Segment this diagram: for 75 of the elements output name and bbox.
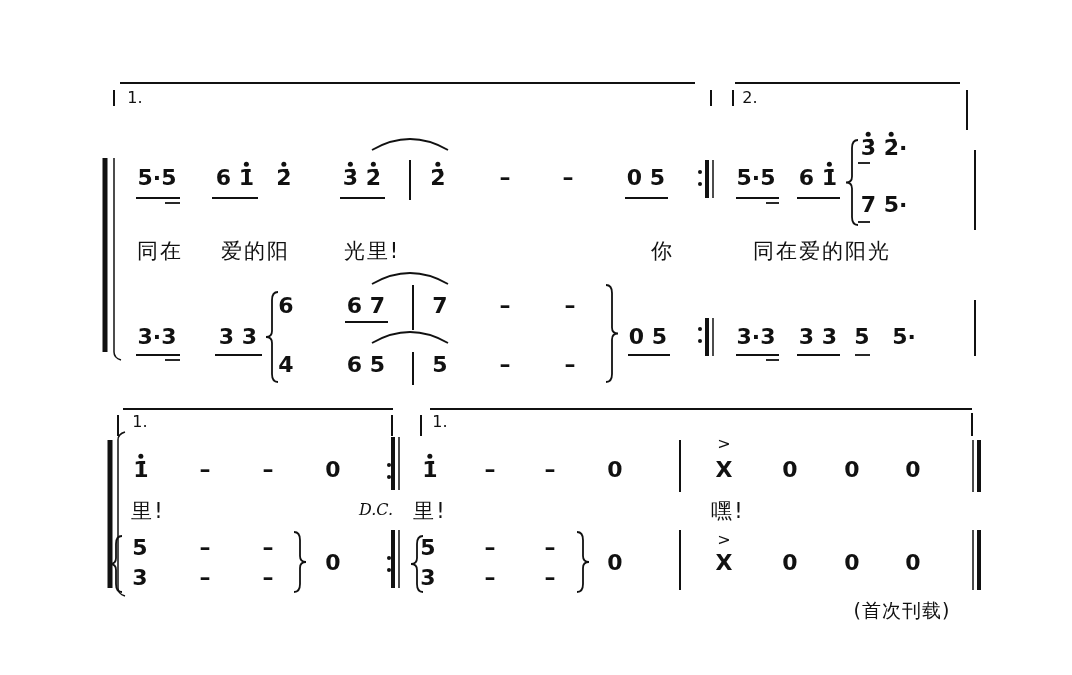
dash: – bbox=[544, 456, 556, 484]
note: 3 3 bbox=[798, 323, 838, 351]
volta-number: 1. bbox=[132, 412, 148, 432]
note: 3̇ 2̇· bbox=[860, 134, 908, 162]
note: 6 5 bbox=[346, 351, 386, 379]
note: 3 bbox=[132, 564, 148, 592]
note: 0 bbox=[782, 456, 798, 484]
note: 6 bbox=[278, 292, 294, 320]
dash: – bbox=[544, 564, 556, 592]
dash: – bbox=[262, 564, 274, 592]
note: 2̇ bbox=[276, 164, 292, 192]
note: 3·3 bbox=[736, 323, 776, 351]
lyric: 里! bbox=[413, 499, 447, 525]
dash: – bbox=[199, 564, 211, 592]
note: 6 1̇ bbox=[798, 164, 838, 192]
note: 2̇ bbox=[430, 164, 446, 192]
dash: – bbox=[484, 564, 496, 592]
lyric: 你 bbox=[650, 239, 674, 265]
dash: – bbox=[499, 164, 511, 192]
note: 5·5 bbox=[736, 164, 776, 192]
note: 5 bbox=[854, 323, 870, 351]
lyric: 里! bbox=[131, 499, 165, 525]
lyric: 爱的阳 bbox=[220, 239, 290, 265]
note: 3̇ 2̇ bbox=[342, 164, 382, 192]
note: 1̇ bbox=[133, 456, 149, 484]
note: 3·3 bbox=[137, 323, 177, 351]
note: X bbox=[715, 456, 733, 484]
dash: – bbox=[499, 292, 511, 320]
note: 0 bbox=[325, 456, 341, 484]
lyric: 光里! bbox=[343, 239, 401, 265]
note: 3 3 bbox=[218, 323, 258, 351]
note: 0 bbox=[905, 549, 921, 577]
caption: (首次刊载) bbox=[853, 598, 951, 622]
volta-number: 2. bbox=[742, 88, 758, 108]
note: 0 bbox=[782, 549, 798, 577]
note: 0 bbox=[905, 456, 921, 484]
volta-number: 1. bbox=[432, 412, 448, 432]
volta-number: 1. bbox=[127, 88, 143, 108]
note: 6 7 bbox=[346, 292, 386, 320]
dash: – bbox=[262, 456, 274, 484]
dash: – bbox=[484, 456, 496, 484]
note: 0 bbox=[607, 456, 623, 484]
dash: – bbox=[262, 534, 274, 562]
dash: – bbox=[199, 534, 211, 562]
note: 0 5 bbox=[628, 323, 668, 351]
repeat-mark: D.C. bbox=[358, 500, 394, 520]
dash: – bbox=[564, 292, 576, 320]
note: 0 bbox=[844, 549, 860, 577]
note: 4 bbox=[278, 351, 294, 379]
note: 5 bbox=[420, 534, 436, 562]
lyric: 同在爱的阳光 bbox=[753, 239, 891, 265]
note: 6 1̇ bbox=[215, 164, 255, 192]
dash: – bbox=[499, 351, 511, 379]
dash: – bbox=[562, 164, 574, 192]
lyric: 嘿! bbox=[711, 499, 745, 525]
note: 1̇ bbox=[422, 456, 438, 484]
note: 7 bbox=[432, 292, 448, 320]
dash: – bbox=[564, 351, 576, 379]
dash: – bbox=[199, 456, 211, 484]
note: 0 bbox=[325, 549, 341, 577]
lyric: 同在 bbox=[137, 239, 183, 265]
note: 0 bbox=[607, 549, 623, 577]
note: 5 bbox=[132, 534, 148, 562]
note: 5· bbox=[892, 323, 916, 351]
note: 7 5· bbox=[860, 191, 908, 219]
accent-mark: > bbox=[717, 530, 731, 550]
note: 0 bbox=[844, 456, 860, 484]
dash: – bbox=[484, 534, 496, 562]
note: 5 bbox=[432, 351, 448, 379]
accent-mark: > bbox=[717, 434, 731, 454]
note: X bbox=[715, 549, 733, 577]
note: 3 bbox=[420, 564, 436, 592]
dash: – bbox=[544, 534, 556, 562]
note: 5·5 bbox=[137, 164, 177, 192]
note: 0 5 bbox=[626, 164, 666, 192]
